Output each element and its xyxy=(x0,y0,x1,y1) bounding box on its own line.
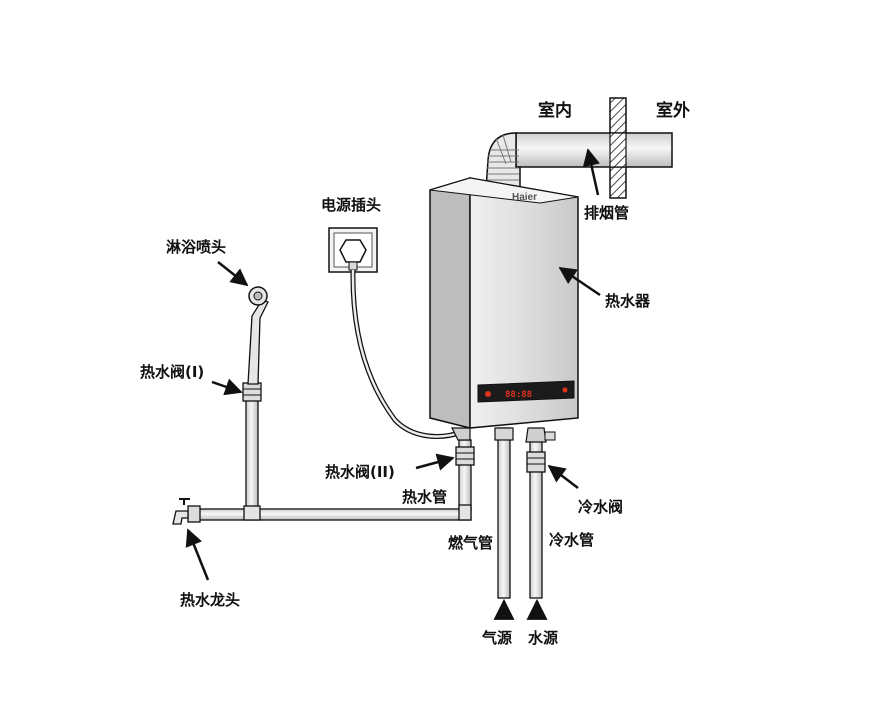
label-heater: 热水器 xyxy=(605,292,651,310)
hot-valve-1-arrow-icon xyxy=(211,378,243,396)
power-outlet xyxy=(328,227,378,273)
shower-head xyxy=(247,286,269,385)
heater-display-readout: 88:88 xyxy=(505,390,532,400)
label-cold-pipe: 冷水管 xyxy=(549,531,594,549)
hot-water-valve-2 xyxy=(451,427,475,466)
label-flue-pipe: 排烟管 xyxy=(584,204,629,222)
hot-valve-2-arrow-icon xyxy=(415,453,455,471)
label-cold-valve: 冷水阀 xyxy=(578,498,623,516)
status-indicator-icon xyxy=(562,387,568,393)
cold-valve-arrow-icon xyxy=(547,464,579,489)
label-hot-faucet: 热水龙头 xyxy=(180,591,240,609)
flue-pipe-arrow-icon xyxy=(582,148,600,196)
water-heater: Haier 88:88 xyxy=(429,176,579,429)
label-hot-pipe: 热水管 xyxy=(402,488,447,506)
label-shower-head: 淋浴喷头 xyxy=(166,238,226,256)
shower-head-arrow-icon xyxy=(217,261,249,287)
label-gas-source: 气源 xyxy=(481,629,512,647)
heater-brand-logo: Haier xyxy=(512,192,537,203)
cold-water-valve xyxy=(525,427,556,473)
callout-arrows xyxy=(185,148,601,581)
label-water-source: 水源 xyxy=(528,629,558,647)
hot-water-faucet xyxy=(172,498,201,525)
heater-display-panel xyxy=(477,380,575,403)
label-hot-valve-1: 热水阀(I) xyxy=(140,363,204,381)
label-power-plug: 电源插头 xyxy=(321,196,381,214)
label-outdoor: 室外 xyxy=(656,100,690,121)
label-hot-valve-2: 热水阀(II) xyxy=(325,463,395,481)
power-indicator-icon xyxy=(485,391,491,397)
label-gas-pipe: 燃气管 xyxy=(448,534,493,552)
hot-faucet-arrow-icon xyxy=(185,528,210,581)
flue-pipe xyxy=(485,132,673,191)
gas-pipe xyxy=(494,427,514,599)
hot-water-valve-1 xyxy=(242,382,262,402)
label-indoor: 室内 xyxy=(538,100,572,121)
heater-arrow-icon xyxy=(558,266,601,297)
